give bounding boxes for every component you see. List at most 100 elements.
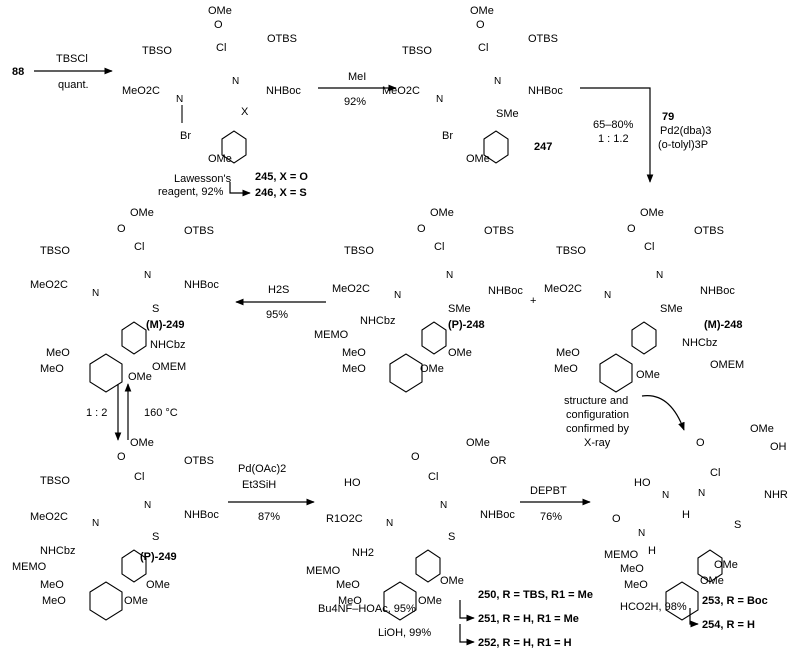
omem-group: OMEM: [152, 361, 186, 373]
amide-nh: N: [394, 290, 401, 301]
sme-group: SMe: [660, 303, 683, 315]
ome-group: OMe: [700, 575, 724, 587]
meo-group: MeO: [554, 363, 578, 375]
structure-250: [383, 467, 441, 621]
amide-nh: N: [232, 76, 239, 87]
nhboc-group: NHBoc: [184, 509, 219, 521]
amide-nh: N: [92, 518, 99, 529]
otbs-group: OTBS: [184, 225, 214, 237]
step1-condition: quant.: [58, 79, 89, 91]
bromo-group: Br: [180, 130, 191, 142]
otbs-group: OTBS: [528, 33, 558, 45]
lawesson-arrow: [229, 182, 251, 197]
amide-nh: N: [638, 528, 645, 539]
compound-P249-label: (P)-249: [140, 551, 177, 563]
tbso-group: TBSO: [402, 45, 432, 57]
nhboc-group: NHBoc: [480, 509, 515, 521]
amide-nh: N: [144, 270, 151, 281]
compound-252-label: 252, R = H, R1 = H: [478, 637, 572, 649]
step6-yield: 87%: [258, 511, 280, 523]
ome-group: OMe: [208, 5, 232, 17]
step3-reagent-number: 79: [662, 111, 674, 123]
plus-sign: +: [530, 295, 536, 307]
compound-253-label: 253, R = Boc: [702, 595, 768, 607]
compound-M248-label: (M)-248: [704, 319, 743, 331]
ester-group: MeO2C: [332, 283, 370, 295]
otbs-group: OTBS: [694, 225, 724, 237]
deprotection-tbaf: Bu4NF–HOAc, 95%: [318, 603, 416, 615]
ome-group: OMe: [466, 437, 490, 449]
meo-group: MeO: [40, 363, 64, 375]
xray-note-line1: structure and: [564, 395, 628, 407]
step5-ratio: 1 : 2: [86, 407, 107, 419]
otbs-group: OTBS: [267, 33, 297, 45]
alpha-hydrogen: H: [682, 509, 690, 521]
ether-oxygen: O: [117, 451, 126, 463]
nhcbz-group: NHCbz: [682, 337, 717, 349]
ome-group: OMe: [146, 579, 170, 591]
memo-group: MEMO: [314, 329, 349, 341]
nhcbz-group: NHCbz: [40, 545, 75, 557]
memo-group: MEMO: [604, 549, 639, 561]
nhr-group: NHR: [764, 489, 788, 501]
imine-n: N: [446, 270, 453, 281]
meo-group: MeO: [42, 595, 66, 607]
chloro-group: Cl: [134, 241, 144, 253]
ome-group: OMe: [470, 5, 494, 17]
ome-group: OMe: [448, 347, 472, 359]
xray-note-line3: confirmed by: [566, 423, 629, 435]
amide-nh: N: [436, 94, 443, 105]
nhboc-group: NHBoc: [700, 285, 735, 297]
meo-group: MeO: [342, 347, 366, 359]
amine-group: NH2: [352, 547, 374, 559]
nhboc-group: NHBoc: [266, 85, 301, 97]
sme-group: SMe: [448, 303, 471, 315]
thioamide-s: S: [734, 519, 741, 531]
tbso-group: TBSO: [40, 475, 70, 487]
structure-P248: [389, 239, 447, 393]
ether-oxygen: O: [117, 223, 126, 235]
step3-reagent-a: Pd2(dba)3: [660, 125, 711, 137]
chloro-group: Cl: [710, 467, 720, 479]
step3-line1: 65–80%: [593, 119, 634, 131]
compound-P248-label: (P)-248: [448, 319, 485, 331]
ome-group: OMe: [130, 437, 154, 449]
ether-oxygen: O: [627, 223, 636, 235]
meo-group: MeO: [40, 579, 64, 591]
ester-group: MeO2C: [30, 279, 68, 291]
hydroxy-group: HO: [634, 477, 651, 489]
r1-ester-group: R1O2C: [326, 513, 363, 525]
nhboc-group: NHBoc: [488, 285, 523, 297]
structure-M248: [599, 239, 657, 393]
tbso-group: TBSO: [142, 45, 172, 57]
xray-pointer-arrow: [641, 395, 685, 431]
thioamide-s: S: [448, 531, 455, 543]
amide-nh: N: [386, 518, 393, 529]
sme-group: SMe: [496, 108, 519, 120]
ome-group: OMe: [714, 559, 738, 571]
amide-nh: N: [440, 500, 447, 511]
ether-oxygen: O: [476, 19, 485, 31]
imine-n: N: [494, 76, 501, 87]
step2-reagent: MeI: [348, 71, 366, 83]
deprotection-lioh: LiOH, 99%: [378, 627, 431, 639]
thioamide-s: S: [152, 303, 159, 315]
ester-group: MeO2C: [544, 283, 582, 295]
step3-arrow: [580, 87, 654, 183]
xray-note-line2: configuration: [566, 409, 629, 421]
x-substituent: X: [241, 106, 249, 118]
structure-245: [181, 46, 247, 164]
ether-oxygen: O: [214, 19, 223, 31]
chloro-group: Cl: [216, 42, 226, 54]
otbs-group: OTBS: [484, 225, 514, 237]
compound-251-label: 251, R = H, R1 = Me: [478, 613, 579, 625]
memo-group: MEMO: [12, 561, 47, 573]
ether-oxygen: O: [696, 437, 705, 449]
amide-nh: N: [698, 488, 705, 499]
deprotection-formic: HCO2H, 98%: [620, 601, 687, 613]
amide-nh: N: [604, 290, 611, 301]
structure-M249: [89, 239, 147, 393]
ome-group: OMe: [418, 595, 442, 607]
step4-yield: 95%: [266, 309, 288, 321]
